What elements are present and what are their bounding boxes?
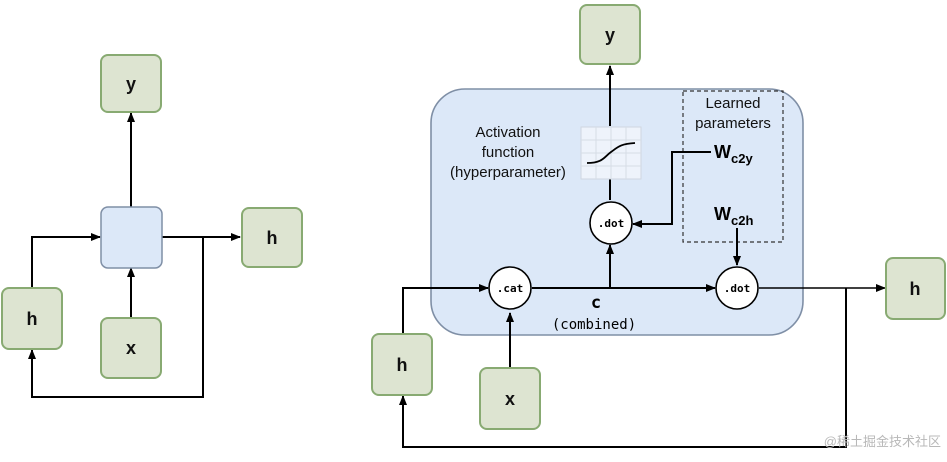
left-hidden-out-label: h (267, 228, 278, 248)
learned-line-1: Learned (705, 95, 760, 112)
edge-h-in-to-cat (402, 284, 489, 333)
right-output-label: y (605, 25, 615, 45)
edge-right-recurrent-loop (399, 288, 847, 448)
left-rnn-diagram: y h h x (1, 54, 303, 398)
weight-c2h-sub: c2h (731, 213, 753, 228)
weight-c2h: Wc2h (714, 204, 753, 228)
dot-op-hidden-node (715, 266, 759, 310)
edge-h-in-to-cell (31, 233, 101, 288)
activation-line-2: function (482, 144, 535, 161)
dot-op-output-label: .dot (598, 217, 625, 230)
weight-c2y-base: W (714, 142, 731, 162)
combined-text: (combined) (552, 317, 636, 333)
sigmoid-curve-icon (586, 142, 636, 164)
right-rnn-diagram: .cat .dot .dot c (combined) Activation f… (371, 4, 946, 448)
right-input-node-x (479, 367, 541, 430)
learned-parameters-box (682, 90, 784, 243)
concat-op-label: .cat (497, 282, 524, 295)
concat-op-node (488, 266, 532, 310)
left-output-label: y (126, 74, 136, 94)
right-hidden-in-node (371, 333, 433, 396)
right-hidden-out-label: h (910, 279, 921, 299)
right-hidden-out-node (885, 257, 946, 320)
right-output-node-y (579, 4, 641, 65)
edge-recurrent-loop (28, 237, 204, 398)
left-input-node-x (100, 317, 162, 379)
right-hidden-in-label: h (397, 355, 408, 375)
left-hidden-in-node (1, 287, 63, 350)
activation-line-3: (hyperparameter) (450, 164, 566, 181)
left-hidden-out-node (241, 207, 303, 268)
weight-c2y-sub: c2y (731, 151, 753, 166)
left-output-node-y (100, 54, 162, 113)
left-input-label: x (126, 338, 136, 358)
left-hidden-in-label: h (27, 309, 38, 329)
dot-op-output-node (589, 201, 633, 245)
weight-c2y: Wc2y (714, 142, 753, 166)
right-input-label: x (505, 389, 515, 409)
combined-symbol: c (591, 293, 601, 313)
edge-wc2y-to-dot (632, 151, 711, 228)
left-rnn-cell (100, 206, 163, 269)
watermark-text: @稀土掘金技术社区 (824, 434, 941, 449)
dot-op-hidden-label: .dot (724, 282, 751, 295)
weight-c2h-base: W (714, 204, 731, 224)
learned-line-2: parameters (695, 115, 771, 132)
activation-function-graph (580, 126, 642, 180)
activation-line-1: Activation (475, 124, 540, 141)
